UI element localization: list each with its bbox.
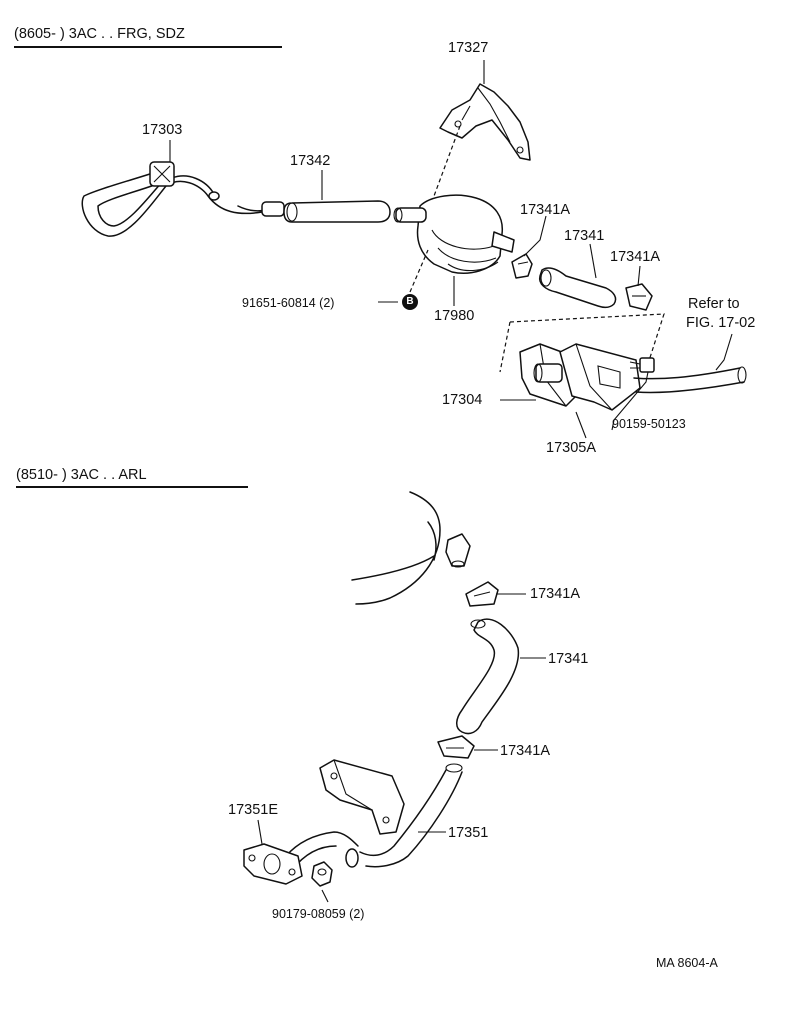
part-label-17303: 17303	[142, 122, 183, 138]
marker-b-text: B	[406, 296, 414, 307]
leader-bracket-canister	[433, 125, 461, 197]
part-label-17341-lower: 17341	[548, 651, 589, 667]
section-header-arl: (8510- ) 3AC . . ARL	[16, 467, 147, 483]
part-label-17341A-upper-2: 17341A	[610, 249, 660, 265]
part-label-17341A-lower-2: 17341A	[500, 743, 550, 759]
part-label-17351: 17351	[448, 825, 489, 841]
refer-to-label: Refer to	[688, 296, 740, 312]
bracket-17327	[439, 83, 531, 161]
part-label-17327: 17327	[448, 40, 489, 56]
clip-17341A-upper-right	[625, 283, 653, 311]
flange-17351E	[243, 831, 359, 885]
part-label-17341A-upper-1: 17341A	[520, 202, 570, 218]
bracket-17305A	[559, 343, 641, 411]
part-label-17351E: 17351E	[228, 802, 278, 818]
header-underline-1	[14, 46, 282, 48]
fuel-tank-outline	[351, 491, 471, 605]
bolt-90159	[629, 357, 655, 373]
diagram-code-footer: MA 8604-A	[656, 956, 718, 970]
clip-17341A-lower-bottom	[437, 735, 475, 759]
pipe-17303	[81, 161, 285, 237]
bracket-17351	[319, 759, 405, 835]
clip-17341A-upper-left	[511, 253, 533, 279]
leader-lines-section2	[257, 593, 546, 903]
part-label-90159: 90159-50123	[612, 417, 686, 431]
fig-reference-label: FIG. 17-02	[686, 315, 756, 331]
part-label-17342: 17342	[290, 153, 331, 169]
pipe-to-fig-17-02	[633, 366, 747, 394]
leader-marker-canister	[409, 249, 429, 293]
header-underline-2	[16, 486, 248, 488]
part-label-17305A: 17305A	[546, 440, 596, 456]
section-header-frg-sdz: (8605- ) 3AC . . FRG, SDZ	[14, 26, 185, 42]
dashed-group-box	[499, 313, 665, 373]
clip-17341A-lower-top	[465, 581, 499, 607]
part-label-17304: 17304	[442, 392, 483, 408]
pipe-17351	[345, 763, 463, 868]
canister-17980	[393, 194, 515, 274]
part-label-91651: 91651-60814 (2)	[242, 296, 335, 310]
part-label-17341A-lower-1: 17341A	[530, 586, 580, 602]
nut-90179	[311, 861, 333, 887]
hose-17341-lower	[456, 618, 520, 735]
leader-lines-section1	[169, 60, 733, 439]
hose-17341-upper	[538, 267, 617, 309]
part-label-90179: 90179-08059 (2)	[272, 907, 365, 921]
part-label-17341-upper: 17341	[564, 228, 605, 244]
marker-b-icon: B	[402, 294, 418, 310]
hose-17342	[283, 200, 391, 223]
part-label-17980: 17980	[434, 308, 475, 324]
